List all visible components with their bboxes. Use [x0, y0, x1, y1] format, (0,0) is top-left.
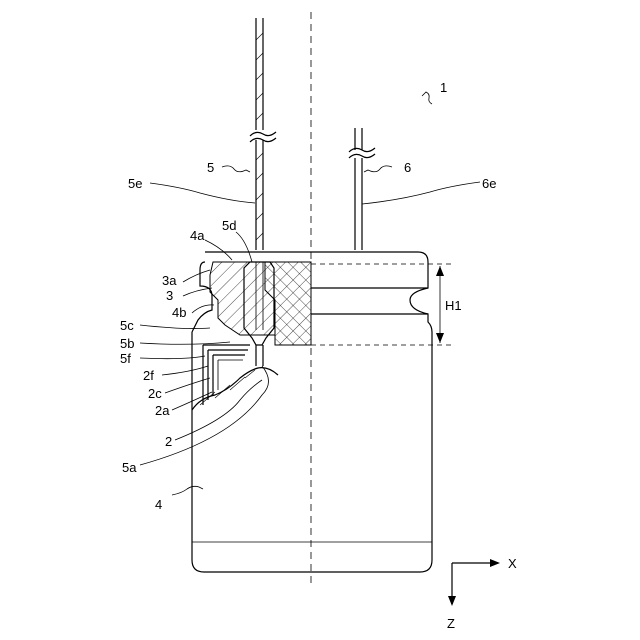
label-5f: 5f — [120, 351, 131, 366]
label-3a: 3a — [162, 273, 177, 288]
label-6e: 6e — [482, 176, 496, 191]
lead-5 — [250, 18, 276, 250]
label-5b: 5b — [120, 336, 134, 351]
label-x: X — [508, 556, 517, 571]
label-2f: 2f — [143, 368, 154, 383]
label-5e: 5e — [128, 176, 142, 191]
label-5d: 5d — [222, 218, 236, 233]
label-5: 5 — [207, 160, 214, 175]
label-h1: H1 — [445, 298, 462, 313]
label-6: 6 — [404, 160, 411, 175]
label-2c: 2c — [148, 386, 162, 401]
label-3: 3 — [166, 288, 173, 303]
lead-6 — [349, 128, 375, 250]
label-4a: 4a — [190, 228, 205, 243]
element-layers — [192, 345, 278, 410]
label-4: 4 — [155, 497, 162, 512]
dimension-h1 — [311, 264, 452, 345]
label-1: 1 — [440, 80, 447, 95]
axis-indicator — [448, 559, 500, 606]
label-z: Z — [447, 616, 455, 631]
label-2: 2 — [165, 434, 172, 449]
label-2a: 2a — [155, 403, 170, 418]
label-5c: 5c — [120, 318, 134, 333]
label-5a: 5a — [122, 460, 137, 475]
sealing-member — [192, 262, 311, 345]
label-4b: 4b — [172, 305, 186, 320]
